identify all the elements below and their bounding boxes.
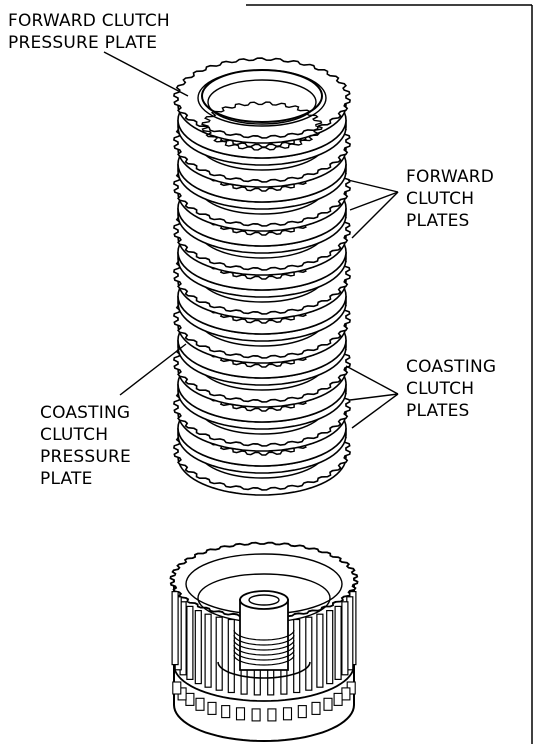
label-line: COASTING — [406, 357, 497, 377]
drum-band — [173, 664, 355, 702]
leader-forward-plate-3 — [351, 191, 399, 239]
leader-forward-pressure-plate — [103, 51, 189, 97]
pressure-plate-bore — [201, 69, 323, 123]
leader-coasting-plate-3 — [351, 393, 399, 429]
hub-seal-ring — [233, 649, 295, 661]
hub-seal-ring — [233, 644, 295, 656]
leader-forward-plate-2 — [349, 191, 399, 211]
drum-slot — [326, 609, 334, 685]
clutch-drum-hub — [169, 541, 359, 743]
hub-seal-ring — [233, 639, 295, 651]
drum-slot — [334, 605, 342, 681]
leader-coasting-pressure-plate — [119, 343, 187, 396]
label-line: CLUTCH — [406, 379, 475, 399]
drum-slot — [171, 590, 179, 666]
drum-lower-slot — [195, 697, 205, 711]
label-line: PLATE — [40, 469, 93, 489]
hub-base — [217, 661, 311, 679]
label-coasting-clutch-pressure-plate: COASTING CLUTCH PRESSURE PLATE — [40, 402, 131, 490]
label-line: PLATES — [406, 211, 470, 231]
drum-slot — [305, 616, 313, 691]
drum-lower-slot — [207, 701, 217, 715]
label-forward-clutch-pressure-plate: FORWARD CLUTCH PRESSURE PLATE — [8, 10, 170, 54]
label-coasting-clutch-plates: COASTING CLUTCH PLATES — [406, 356, 496, 422]
drum-slot — [316, 613, 324, 688]
leader-coasting-plate-1 — [345, 365, 399, 395]
hub-top — [239, 590, 289, 610]
hub-seal-ring — [233, 634, 295, 646]
drum-lower-slot — [323, 697, 333, 711]
label-line: PRESSURE — [40, 447, 131, 467]
drum-lower-slot — [235, 707, 246, 721]
drum-lower-slot — [172, 681, 182, 695]
leader-forward-plate-1 — [347, 179, 399, 193]
drum-lower-slot — [267, 708, 277, 722]
drum-lower-slot — [341, 687, 351, 701]
pressure-plate-teeth — [201, 101, 323, 151]
drum-slot — [186, 605, 194, 681]
label-line: CLUTCH — [406, 189, 475, 209]
drum-slot — [215, 616, 223, 691]
drum-lower-slot — [251, 708, 261, 722]
drum-slot — [341, 601, 349, 676]
clutch-plate-stack — [173, 57, 351, 496]
hub-seal-ring — [233, 654, 295, 666]
hub-bore — [248, 594, 280, 606]
drum-slot — [293, 618, 301, 694]
label-line: FORWARD — [406, 167, 495, 187]
leader-lines — [103, 51, 399, 429]
drum-rim-splines — [169, 541, 359, 619]
label-line: FORWARD CLUTCH — [8, 11, 170, 31]
drum-lower-slot — [311, 701, 321, 715]
drum-lower-slot — [282, 707, 293, 721]
label-line: PLATES — [406, 401, 470, 421]
drum-lower-slot — [185, 692, 195, 706]
drum-slot — [204, 613, 212, 688]
drum-lower-slot — [333, 692, 343, 706]
drum-slot — [227, 618, 235, 694]
leader-coasting-plate-2 — [349, 393, 399, 401]
label-line: COASTING — [40, 403, 131, 423]
pressure-plate-bore-inner — [207, 79, 317, 125]
label-line: PRESSURE PLATE — [8, 33, 158, 53]
hub-seal-ring — [233, 629, 295, 641]
drum-lower-slot — [297, 705, 307, 719]
drum-lower-slot — [221, 705, 231, 719]
drum-slot — [194, 609, 202, 685]
label-line: CLUTCH — [40, 425, 109, 445]
label-forward-clutch-plates: FORWARD CLUTCH PLATES — [406, 166, 494, 232]
